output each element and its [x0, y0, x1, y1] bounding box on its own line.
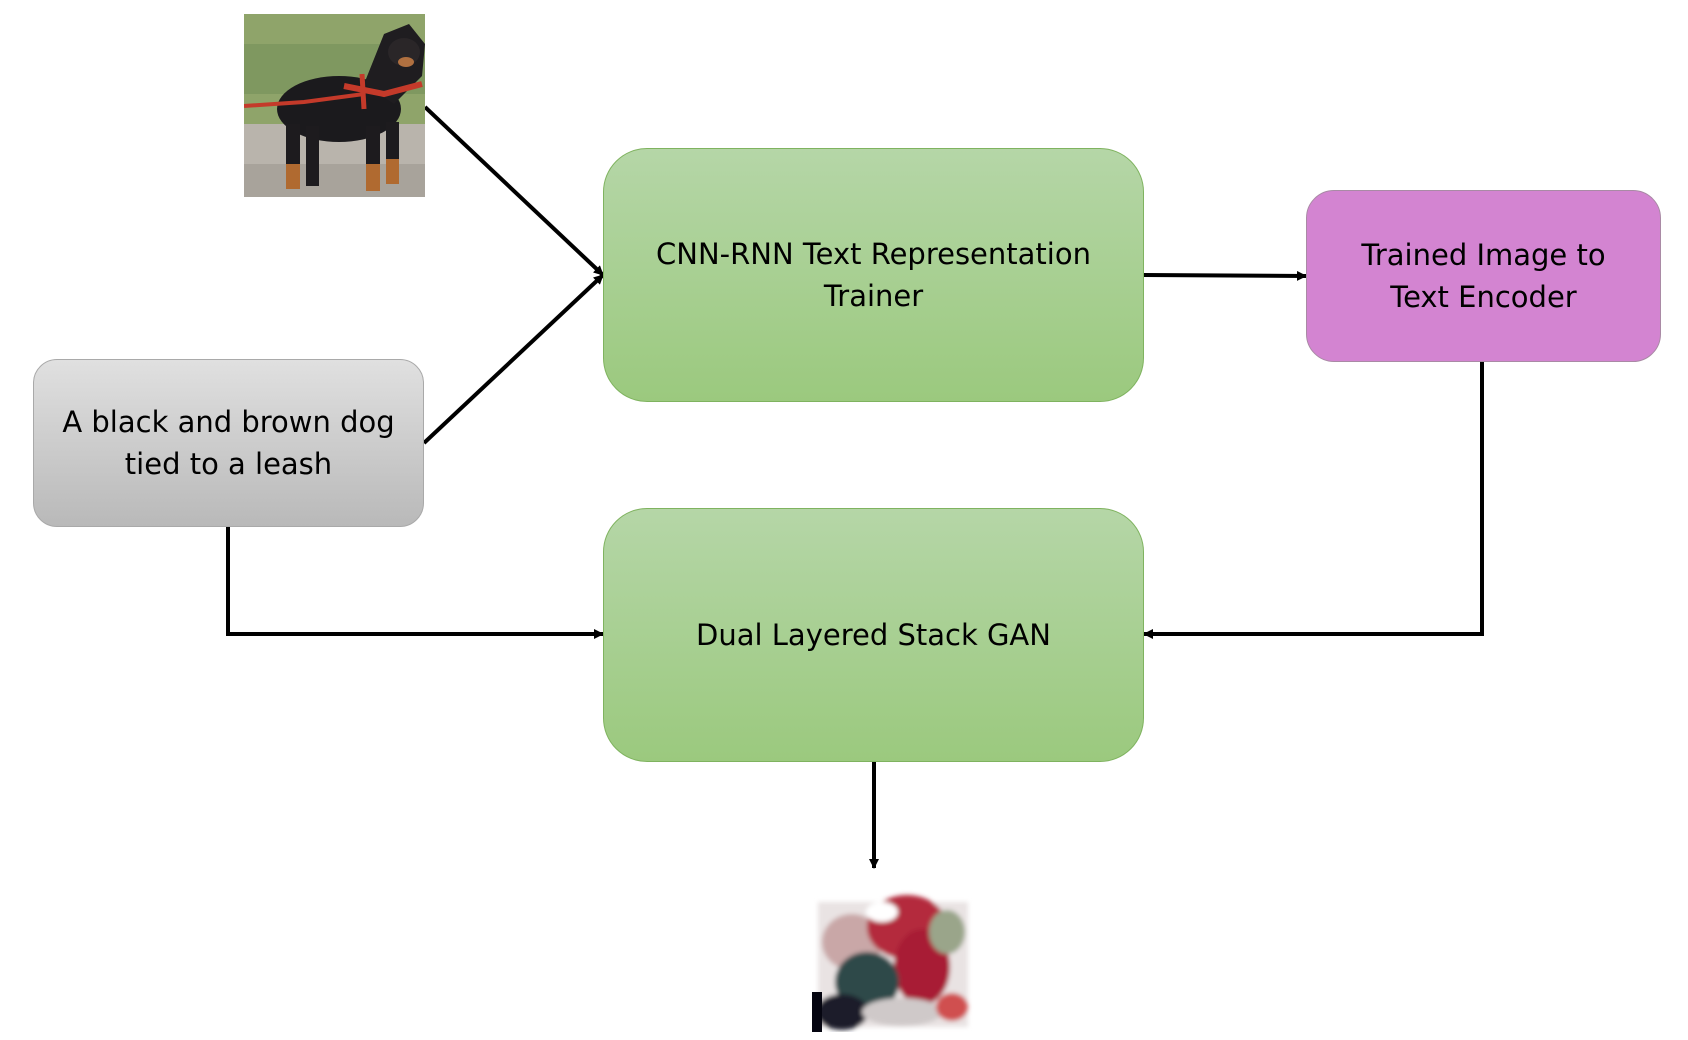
caption-label-line1: A black and brown dog	[62, 405, 395, 439]
caption-text-node: A black and brown dog tied to a leash	[33, 359, 424, 527]
caption-label-line2: tied to a leash	[124, 447, 333, 481]
arrow-photo-to-trainer	[423, 105, 605, 277]
dog-photo-image	[244, 14, 425, 197]
gan-label: Dual Layered Stack GAN	[696, 618, 1051, 652]
arrow-caption-to-gan	[226, 527, 604, 639]
trainer-label-line1: CNN-RNN Text Representation	[656, 237, 1091, 271]
arrow-caption-to-trainer	[422, 273, 605, 445]
cnn-rnn-trainer-node: CNN-RNN Text Representation Trainer	[603, 148, 1144, 402]
text-encoder-node: Trained Image to Text Encoder	[1306, 190, 1661, 362]
encoder-label-line2: Text Encoder	[1390, 280, 1577, 314]
encoder-label-line1: Trained Image to	[1361, 238, 1606, 272]
arrow-trainer-to-encoder	[1143, 270, 1307, 281]
stack-gan-node: Dual Layered Stack GAN	[603, 508, 1144, 762]
arrow-encoder-to-gan	[1143, 362, 1484, 639]
trainer-label-line2: Trainer	[823, 279, 924, 313]
generated-output-image	[812, 872, 976, 1032]
